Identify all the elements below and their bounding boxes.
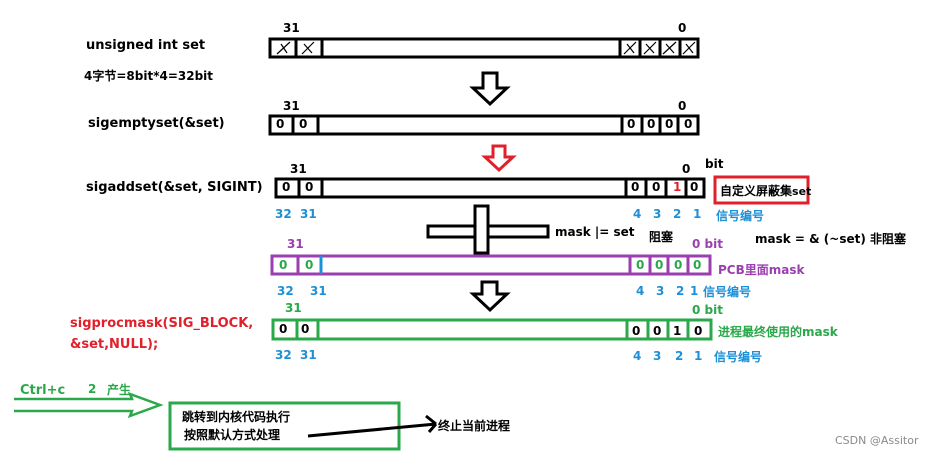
row1-bitset-bar (268, 37, 700, 59)
row3-signal-index: 4 (633, 207, 642, 221)
row3-bit-high: 31 (290, 162, 307, 176)
row3-signal-index: 32 (275, 207, 292, 221)
custom-mask-set-box (713, 175, 810, 205)
row5-bit-cell: 0 (301, 322, 310, 336)
row5-signal-index: 3 (653, 349, 662, 363)
row5-signal-index: 4 (633, 349, 642, 363)
row5-signal-index: 32 (275, 348, 292, 362)
row5-signal-index: 1 (694, 349, 703, 363)
sigprocmask-call-line2: &set,NULL); (70, 337, 159, 352)
row4-signal-index: 31 (310, 284, 327, 298)
sigprocmask-call-line1: sigprocmask(SIG_BLOCK, (70, 316, 254, 331)
row4-signal-index: 2 (676, 284, 685, 298)
block-text: 阻塞 (649, 230, 674, 244)
row5-signal-index: 31 (300, 348, 317, 362)
row2-label: sigemptyset(&set) (88, 116, 225, 131)
down-arrow-red-icon (481, 144, 517, 173)
row4-pcb-mask-bar (270, 254, 712, 276)
terminate-arrow-icon (307, 414, 438, 438)
row2-bit-low: 0 (678, 99, 687, 113)
row2-bit-cell: 0 (665, 117, 674, 131)
row2-bit-cell: 0 (627, 117, 636, 131)
row3-label: sigaddset(&set, SIGINT) (86, 180, 263, 195)
row3-bit-cell-set: 1 (673, 180, 682, 194)
row4-bit-cell: 0 (693, 258, 702, 272)
row5-signal-index-label: 信号编号 (714, 350, 763, 364)
row1-label: unsigned int set (86, 38, 206, 53)
row4-bit-cell: 0 (636, 258, 645, 272)
row3-signal-index: 2 (673, 207, 682, 221)
row2-bit-cell: 0 (276, 117, 285, 131)
row5-bit-low: 0 bit (692, 303, 723, 317)
kernel-handler-line1: 跳转到内核代码执行 (182, 410, 291, 424)
pcb-mask-label: PCB里面mask (718, 263, 805, 277)
ctrl-c-label: Ctrl+c (20, 383, 66, 398)
terminate-process-label: 终止当前进程 (438, 419, 511, 433)
row3-signal-index-label: 信号编号 (716, 209, 765, 223)
signal-number-label: 2 (88, 382, 97, 396)
row4-signal-index: 32 (277, 284, 294, 298)
row2-bit-cell: 0 (299, 117, 308, 131)
row3-signal-index: 31 (300, 207, 317, 221)
row1-unknown-bit-marks (276, 41, 696, 55)
row1-bit-high: 31 (283, 21, 300, 35)
row5-signal-index: 2 (675, 349, 684, 363)
row3-bitset-bar (274, 177, 706, 199)
row1-bit-low: 0 (678, 21, 687, 35)
row3-bit-word: bit (705, 157, 724, 171)
row3-bit-cell: 0 (305, 180, 314, 194)
row3-bit-cell: 0 (631, 180, 640, 194)
row2-bit-cell: 0 (647, 117, 656, 131)
row5-bit-cell: 1 (673, 324, 682, 338)
watermark: CSDN @Assitor (835, 434, 919, 447)
row4-signal-index: 4 (636, 284, 645, 298)
row3-bit-cell: 0 (690, 180, 699, 194)
row4-signal-index-label: 信号编号 (703, 285, 752, 299)
final-mask-label: 进程最终使用的mask (718, 325, 838, 339)
row5-bit-cell: 0 (632, 324, 641, 338)
down-arrow-icon (469, 71, 511, 107)
row4-signal-index: 3 (656, 284, 665, 298)
row5-bit-high: 31 (285, 301, 302, 315)
signal-flow-arrow-icon (14, 391, 164, 419)
row2-bit-high: 31 (283, 99, 300, 113)
row3-signal-index: 1 (693, 207, 702, 221)
row3-bit-low: 0 (682, 162, 691, 176)
plus-icon (426, 204, 550, 255)
row3-signal-index: 3 (653, 207, 662, 221)
row1-size-note: 4字节=8bit*4=32bit (84, 69, 214, 83)
row4-signal-index: 1 (690, 284, 699, 298)
produce-label: 产生 (107, 383, 132, 397)
row5-final-mask-bar (271, 318, 713, 341)
row4-bit-cell: 0 (279, 258, 288, 272)
unblock-formula-text: mask = & (~set) 非阻塞 (755, 232, 906, 246)
down-arrow-icon (469, 280, 511, 313)
row5-bit-cell: 0 (653, 324, 662, 338)
row2-bit-cell: 0 (684, 117, 693, 131)
row5-bit-cell: 0 (694, 324, 703, 338)
custom-mask-set-label: 自定义屏蔽集set (720, 184, 812, 198)
row3-bit-cell: 0 (652, 180, 661, 194)
row4-bit-low: 0 bit (692, 237, 723, 251)
row2-bitset-bar (268, 114, 700, 136)
row4-bit-cell: 0 (674, 258, 683, 272)
kernel-handler-line2: 按照默认方式处理 (184, 428, 281, 442)
row4-bit-cell: 0 (655, 258, 664, 272)
row5-bit-cell: 0 (279, 322, 288, 336)
mask-or-set-text: mask |= set (555, 225, 635, 239)
row3-bit-cell: 0 (282, 180, 291, 194)
row4-bit-cell: 0 (305, 258, 314, 272)
row4-bit-high: 31 (287, 237, 304, 251)
